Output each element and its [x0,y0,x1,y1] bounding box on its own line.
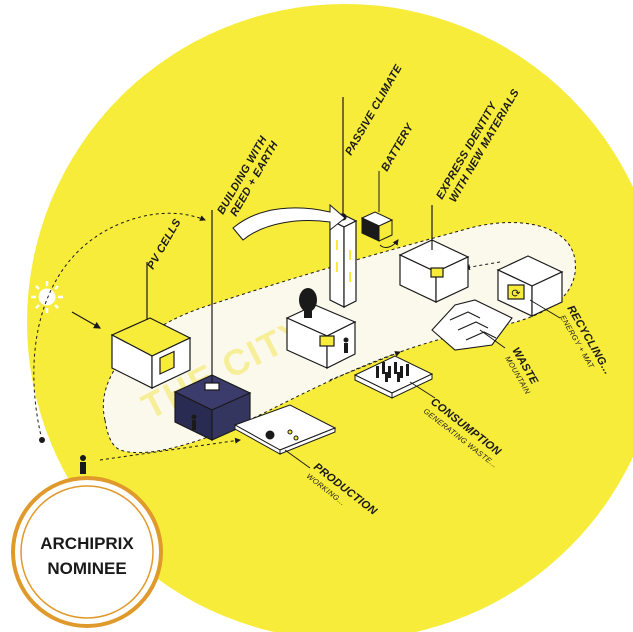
waste-mountain [431,299,513,351]
consumption-platform [353,355,434,399]
sun-orbit-arc [33,212,206,441]
recycling-box [496,255,564,317]
badge-line2: NOMINEE [47,559,126,578]
energy-curve-arrow [232,203,346,241]
crowd-icon [376,362,409,382]
flow-arrow-middle [329,351,401,381]
person-figure [80,337,349,474]
archiprix-badge: ARCHIPRIX NOMINEE [11,476,163,628]
express-identity-building [398,205,470,303]
reed-earth-building [173,210,252,441]
orbit-start-dot [39,437,45,443]
leader-lines [284,299,561,469]
production-platform [233,404,337,455]
sun-ray-arrow [71,311,102,329]
badge-line1: ARCHIPRIX [40,534,134,553]
airflow-dashes [336,240,351,282]
battery-icon [360,171,394,242]
battery-arrow [379,239,399,248]
pv-cells-box [110,262,192,389]
lightbulb-icon [299,288,317,318]
recycle-icon: ⟳ [511,287,520,300]
sun-icon [31,281,63,313]
